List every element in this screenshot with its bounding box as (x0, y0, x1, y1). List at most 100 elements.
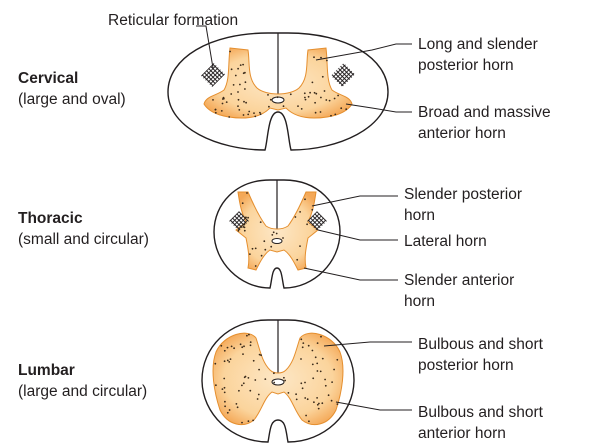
stipple-dot (227, 360, 229, 362)
stipple-dot (248, 377, 250, 379)
stipple-dot (299, 211, 301, 213)
stipple-dot (320, 336, 322, 338)
callout-cervical-posterior: Long and slender posterior horn (418, 34, 538, 76)
stipple-dot (260, 221, 262, 223)
callout-text: Slender anterior (404, 270, 514, 291)
stipple-dot (337, 95, 339, 97)
callout-text: Long and slender (418, 34, 538, 55)
stipple-dot (313, 56, 315, 58)
thoracic-name: Thoracic (18, 208, 149, 229)
stipple-dot (244, 230, 246, 232)
stipple-dot (246, 192, 248, 194)
stipple-dot (236, 403, 238, 405)
stipple-dot (268, 106, 270, 108)
stipple-dot (227, 347, 229, 349)
stipple-dot (264, 378, 266, 380)
stipple-dot (230, 93, 232, 95)
stipple-dot (300, 358, 302, 360)
stipple-dot (309, 92, 311, 94)
stipple-dot (300, 338, 302, 340)
stipple-dot (337, 403, 339, 405)
stipple-dot (252, 248, 254, 250)
callout-text: horn (404, 205, 522, 226)
stipple-dot (283, 377, 285, 379)
stipple-dot (243, 226, 245, 228)
stipple-dot (340, 107, 342, 109)
callout-text: anterior horn (418, 423, 543, 444)
stipple-dot (242, 353, 244, 355)
cervical-label: Cervical (large and oval) (18, 68, 126, 110)
stipple-dot (245, 102, 247, 104)
cervical-section (168, 33, 388, 150)
stipple-dot (264, 249, 266, 251)
stipple-dot (263, 240, 265, 242)
stipple-dot (314, 102, 316, 104)
stipple-dot (271, 234, 273, 236)
callout-text: Slender posterior (404, 184, 522, 205)
stipple-dot (317, 342, 319, 344)
stipple-dot (239, 84, 241, 86)
stipple-dot (253, 360, 255, 362)
stipple-dot (316, 363, 318, 365)
stipple-dot (215, 384, 217, 386)
stipple-dot (241, 385, 243, 387)
stipple-dot (214, 363, 216, 365)
callout-text: horn (404, 291, 514, 312)
stipple-dot (248, 420, 250, 422)
stipple-dot (331, 381, 333, 383)
stipple-dot (283, 105, 285, 107)
stipple-dot (238, 99, 240, 101)
stipple-dot (322, 76, 324, 78)
stipple-dot (241, 422, 243, 424)
cervical-description: (large and oval) (18, 89, 126, 110)
stipple-dot (250, 341, 252, 343)
stipple-dot (260, 354, 262, 356)
callout-text: posterior horn (418, 55, 538, 76)
stipple-dot (288, 392, 290, 394)
stipple-dot (215, 109, 217, 111)
stipple-dot (302, 346, 304, 348)
stipple-dot (296, 399, 298, 401)
stipple-dot (282, 237, 284, 239)
stipple-dot (222, 388, 224, 390)
stipple-dot (223, 97, 225, 99)
stipple-dot (229, 51, 231, 53)
stipple-dot (250, 344, 252, 346)
stipple-dot (248, 334, 250, 336)
stipple-dot (244, 376, 246, 378)
stipple-dot (237, 68, 239, 70)
stipple-dot (315, 93, 317, 95)
stipple-dot (297, 105, 299, 107)
stipple-dot (224, 405, 226, 407)
stipple-dot (299, 245, 301, 247)
thoracic-description: (small and circular) (18, 229, 149, 250)
stipple-dot (240, 343, 242, 345)
stipple-dot (330, 115, 332, 117)
stipple-dot (295, 216, 297, 218)
stipple-dot (247, 114, 249, 116)
stipple-dot (302, 387, 304, 389)
stipple-dot (260, 113, 262, 115)
lumbar-name: Lumbar (18, 360, 147, 381)
stipple-dot (224, 387, 226, 389)
stipple-dot (318, 408, 320, 410)
stipple-dot (229, 409, 231, 411)
stipple-dot (255, 248, 257, 250)
stipple-dot (228, 361, 230, 363)
stipple-dot (305, 415, 307, 417)
stipple-dot (320, 111, 322, 113)
stipple-dot (244, 88, 246, 90)
stipple-dot (258, 394, 260, 396)
stipple-dot (314, 92, 316, 94)
thoracic-label: Thoracic (small and circular) (18, 208, 149, 250)
stipple-dot (247, 217, 249, 219)
stipple-dot (226, 101, 228, 103)
stipple-dot (244, 223, 246, 225)
stipple-dot (328, 394, 330, 396)
stipple-dot (249, 253, 251, 255)
stipple-dot (258, 369, 260, 371)
stipple-dot (321, 402, 323, 404)
stipple-dot (336, 359, 338, 361)
stipple-dot (284, 380, 286, 382)
cervical-name: Cervical (18, 68, 126, 89)
